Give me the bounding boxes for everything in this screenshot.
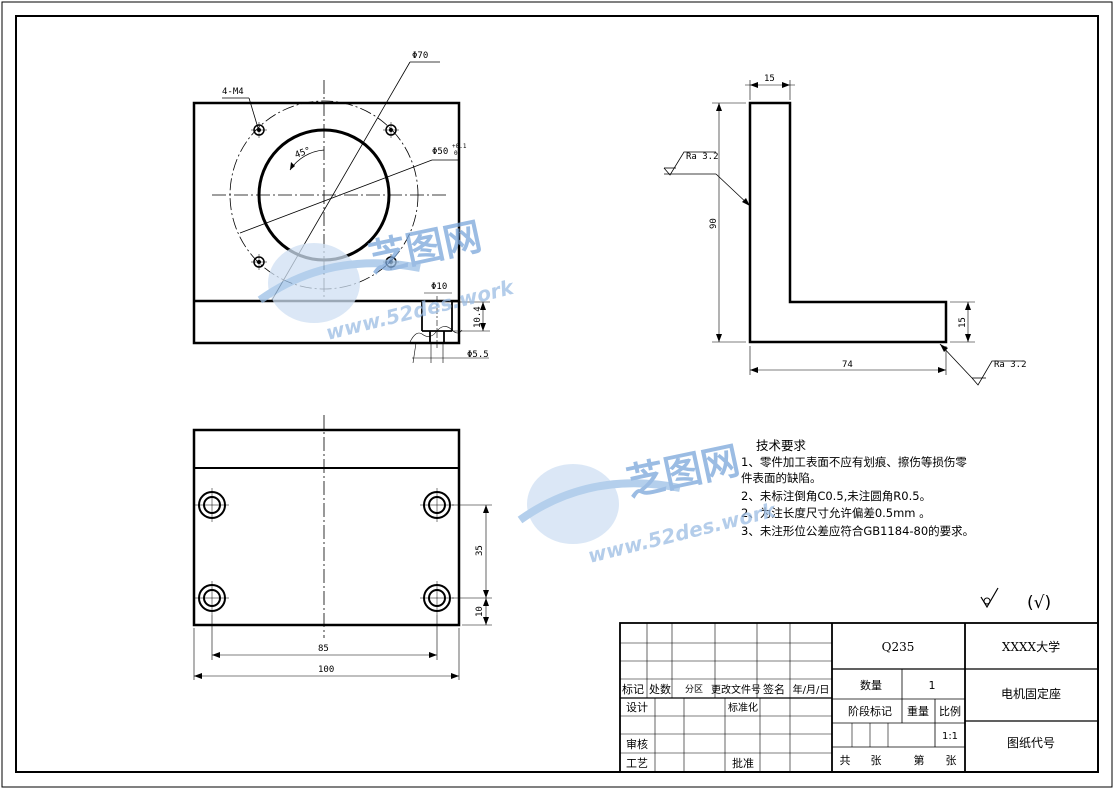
- tb-standardize: 标准化: [728, 701, 758, 714]
- dim-10-4: 10.4: [473, 306, 483, 328]
- roughness-symbol-upper: [663, 151, 751, 207]
- tb-date: 年/月/日: [793, 683, 830, 696]
- mounting-hole: [420, 581, 454, 615]
- tech-req-title: 技术要求: [756, 438, 807, 453]
- tb-approve: 批准: [732, 756, 754, 770]
- tb-material: Q235: [882, 640, 915, 654]
- dim-angle-45: 45°: [294, 146, 313, 161]
- dim-phi50-tol-upper: +0.1: [452, 143, 467, 150]
- tb-design: 设计: [626, 701, 648, 714]
- dim-15-side: 15: [958, 317, 968, 328]
- m4-hole: [251, 254, 267, 270]
- dim-10-side: 10: [475, 606, 485, 617]
- watermark-brand: 芝图网: [623, 438, 744, 505]
- tb-weight-label: 重量: [907, 704, 929, 718]
- mounting-hole: [195, 488, 229, 522]
- tech-req-line-2: 2、未标注倒角C0.5,未注圆角R0.5。: [741, 489, 931, 503]
- tb-signature: 签名: [763, 682, 785, 696]
- tb-qty-label: 数量: [860, 679, 882, 692]
- tech-req-line-4: 3、未注形位公差应符合GB1184-80的要求。: [741, 524, 974, 538]
- dim-90: 90: [709, 218, 719, 229]
- roughness-label-lower: Ra 3.2: [994, 360, 1027, 370]
- dim-phi50-tol-lower: 0: [454, 150, 458, 157]
- mounting-hole: [420, 488, 454, 522]
- mounting-hole: [195, 581, 229, 615]
- tech-req-line-3: 2、为注长度尺寸允许偏差0.5mm 。: [741, 506, 931, 520]
- dim-85: 85: [318, 644, 329, 654]
- tb-change-doc: 更改文件号: [711, 683, 761, 696]
- dim-phi10: Φ10: [431, 282, 447, 292]
- tb-count: 处数: [649, 683, 671, 696]
- dim-74: 74: [842, 360, 853, 370]
- dim-100: 100: [318, 665, 334, 675]
- title-block: Q235 XXXX大学 电机固定座 图纸代号 数量 1 阶段标记 重量 比例 1…: [619, 622, 1099, 773]
- m4-hole: [251, 122, 267, 138]
- m4-hole: [383, 122, 399, 138]
- tb-review: 审核: [626, 737, 648, 751]
- general-roughness-mark: (√): [980, 587, 1051, 613]
- tb-mark: 标记: [622, 682, 644, 696]
- tech-req-line-1: 1、零件加工表面不应有划痕、擦伤等损伤零: [741, 455, 967, 469]
- tb-part-name: 电机固定座: [1001, 686, 1061, 701]
- dim-15-top: 15: [764, 74, 775, 84]
- tb-sheets-total: 共: [840, 754, 851, 767]
- sheet-inner-border: [15, 15, 1099, 773]
- roughness-label-upper: Ra 3.2: [686, 152, 719, 162]
- tb-sheets-unit-1: 张: [871, 754, 882, 767]
- dim-phi70: Φ70: [412, 51, 428, 61]
- roughness-symbol-lower: [939, 343, 1024, 386]
- tb-university: XXXX大学: [1002, 639, 1060, 654]
- top-view: [192, 415, 492, 680]
- dim-35: 35: [475, 545, 485, 556]
- side-view: [663, 80, 1024, 386]
- dim-4-m4: 4-M4: [222, 87, 244, 97]
- tech-req-line-1b: 件表面的缺陷。: [741, 471, 822, 485]
- tb-process: 工艺: [626, 757, 648, 770]
- dim-phi5-5: Φ5.5: [467, 350, 489, 360]
- tb-zone: 分区: [685, 684, 703, 695]
- dim-phi50: Φ50: [432, 147, 448, 157]
- tb-qty-value: 1: [929, 679, 936, 692]
- tb-stage-label: 阶段标记: [848, 704, 892, 718]
- tb-sheets-unit-2: 张: [946, 754, 957, 767]
- tb-scale-value: 1:1: [942, 731, 958, 742]
- technical-requirements: 技术要求 1、零件加工表面不应有划痕、擦伤等损伤零 件表面的缺陷。 2、未标注倒…: [741, 438, 974, 538]
- general-roughness-remaining: (√): [1027, 593, 1051, 613]
- tb-sheet-no: 第: [914, 753, 925, 767]
- tb-drawing-no-label: 图纸代号: [1007, 736, 1055, 750]
- tb-scale-label: 比例: [939, 704, 961, 718]
